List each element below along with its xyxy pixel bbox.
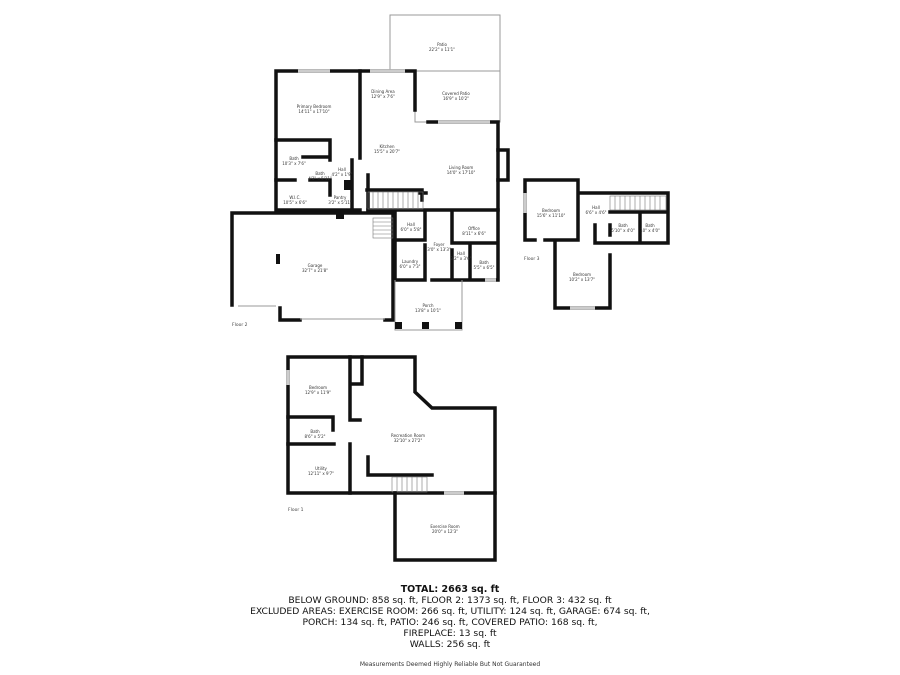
room-dims: 12'9" x 7'6" bbox=[371, 94, 395, 99]
disclaimer: Measurements Deemed Highly Reliable But … bbox=[359, 661, 541, 668]
room-label: Bath bbox=[315, 171, 325, 176]
room-label: Exercise Room bbox=[430, 524, 459, 529]
room-dims: 14'0" x 17'10" bbox=[447, 170, 476, 175]
room-dims: 32'7" x 21'8" bbox=[302, 268, 328, 273]
summary-line: BELOW GROUND: 858 sq. ft, FLOOR 2: 1373 … bbox=[288, 595, 612, 606]
room-dims: 15'5" x 20'7" bbox=[374, 149, 400, 154]
room-label: Hall bbox=[592, 205, 600, 210]
summary-line: WALLS: 256 sq. ft bbox=[409, 639, 491, 650]
room-dims: 6'0" x 7'3" bbox=[400, 264, 421, 269]
room-label: Laundry bbox=[402, 259, 419, 264]
room-label: Foyer bbox=[433, 242, 444, 247]
room-dims: 32'10" x 27'2" bbox=[394, 438, 423, 443]
room-label: Primary Bedroom bbox=[297, 104, 332, 109]
room-label: Bedroom bbox=[573, 272, 591, 277]
room-label: W.I.C. bbox=[289, 195, 300, 200]
room-dims: 5'5" x 6'5" bbox=[474, 265, 495, 270]
room-label: Kitchen bbox=[379, 144, 394, 149]
room-dims: 5'10" x 4'0" bbox=[611, 228, 635, 233]
room-label: Dining Area bbox=[371, 89, 395, 94]
room-dims: 3'0" x 13'3" bbox=[427, 247, 451, 252]
room-label: Porch bbox=[422, 303, 433, 308]
room-label: Bath bbox=[645, 223, 655, 228]
room-dims: 8'11" x 6'6" bbox=[462, 231, 486, 236]
stairs-upper bbox=[367, 191, 424, 210]
garage-walls bbox=[230, 211, 395, 322]
stairs-floor-1 bbox=[391, 476, 428, 493]
room-dims: 4'2" x 1'9" bbox=[332, 172, 353, 177]
room-dims: 6'0" x 5'8" bbox=[401, 227, 422, 232]
room-dims: 10" x 4'0" bbox=[640, 228, 660, 233]
stairs-floor-3 bbox=[609, 195, 667, 211]
exercise-room-walls bbox=[393, 491, 497, 562]
room-label: Hall bbox=[338, 167, 346, 172]
room-dims: 3'2" x 5'11" bbox=[328, 200, 352, 205]
room-labels: Patio 22'2" x 11'1" Dining Area 12'9" x … bbox=[232, 42, 660, 534]
total-area: TOTAL: 2663 sq. ft bbox=[400, 584, 500, 595]
room-dims: 10'3" x 7'6" bbox=[282, 161, 306, 166]
room-dims: 10'2" x 13'7" bbox=[569, 277, 595, 282]
room-dims: 3'2" x 3'6" bbox=[451, 256, 472, 261]
room-label: Utility bbox=[315, 466, 327, 471]
area-summary: TOTAL: 2663 sq. ft BELOW GROUND: 858 sq.… bbox=[0, 584, 900, 670]
room-dims: 6'6" x 4'6" bbox=[586, 210, 607, 215]
room-dims: 16'9" x 10'2" bbox=[443, 96, 469, 101]
summary-line: PORCH: 134 sq. ft, PATIO: 246 sq. ft, CO… bbox=[302, 617, 598, 628]
room-dims: 15'6" x 11'10" bbox=[537, 213, 566, 218]
summary-line: FIREPLACE: 13 sq. ft bbox=[403, 628, 497, 639]
floor-1-outer-walls bbox=[286, 355, 497, 495]
stairs-garage bbox=[372, 217, 394, 239]
room-label: Patio bbox=[437, 42, 447, 47]
fireplace bbox=[496, 148, 510, 182]
floor-2-plan bbox=[230, 14, 510, 331]
room-dims: 13'8" x 10'1" bbox=[415, 308, 441, 313]
room-label: Hall bbox=[407, 222, 415, 227]
room-dims: 14'11" x 17'10" bbox=[298, 109, 329, 114]
room-label: Office bbox=[468, 226, 480, 231]
room-label: Bath bbox=[289, 156, 299, 161]
floor-3-walls bbox=[523, 178, 670, 310]
floor-1-interior-walls bbox=[286, 355, 434, 495]
room-label: Hall bbox=[457, 251, 465, 256]
floor-plan: Patio 22'2" x 11'1" Dining Area 12'9" x … bbox=[230, 14, 670, 562]
room-label: Bath bbox=[618, 223, 628, 228]
room-dims: 12'11" x 9'7" bbox=[308, 471, 334, 476]
floor-label: Floor 1 bbox=[288, 507, 304, 513]
floor-1-plan bbox=[286, 355, 497, 562]
room-label: Bath bbox=[479, 260, 489, 265]
floor-label: Floor 3 bbox=[524, 256, 540, 262]
room-label: Bedroom bbox=[542, 208, 560, 213]
room-dims: 22'2" x 11'1" bbox=[429, 47, 455, 52]
room-label: Bedroom bbox=[309, 385, 327, 390]
floor-label: Floor 2 bbox=[232, 322, 248, 328]
room-label: Covered Patio bbox=[442, 91, 470, 96]
room-dims: 12'9" x 11'9" bbox=[305, 390, 331, 395]
floor-3-plan bbox=[523, 178, 670, 310]
room-label: Bath bbox=[310, 429, 320, 434]
porch-outline bbox=[394, 280, 463, 331]
room-label: Living Room bbox=[449, 165, 474, 170]
room-dims: 8'6" x 5'2" bbox=[305, 434, 326, 439]
room-dims: 10'5" x 6'6" bbox=[283, 200, 307, 205]
summary-line: EXCLUDED AREAS: EXERCISE ROOM: 266 sq. f… bbox=[250, 606, 650, 617]
room-label: Recreation Room bbox=[391, 433, 425, 438]
room-dims: 4'3" x 5'11" bbox=[308, 176, 332, 181]
room-label: Garage bbox=[308, 263, 323, 268]
room-label: Pantry bbox=[334, 195, 347, 200]
room-dims: 20'0" x 12'3" bbox=[432, 529, 458, 534]
